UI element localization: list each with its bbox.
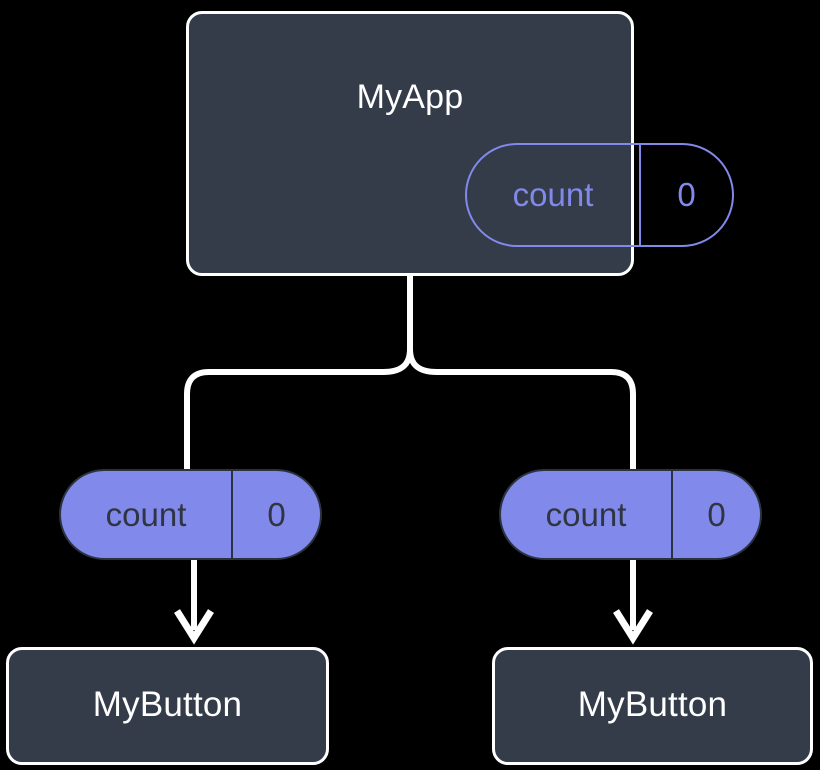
- component-title-mybutton: MyButton: [577, 685, 728, 724]
- prop-pill-count-left[interactable]: count 0: [59, 469, 322, 560]
- wire-branch-right: [407, 348, 636, 470]
- state-pill-value: 0: [677, 176, 696, 213]
- state-pill-count[interactable]: count 0: [465, 143, 734, 247]
- prop-pill-value: 0: [267, 495, 286, 533]
- component-box-mybutton-left[interactable]: MyButton: [6, 647, 329, 765]
- prop-pill-key: count: [501, 471, 674, 558]
- component-title-myapp: MyApp: [356, 78, 464, 116]
- wire-branch-left: [184, 348, 413, 470]
- arrowhead-right: [613, 609, 653, 645]
- state-pill-key: count: [467, 145, 642, 245]
- prop-pill-key: count: [61, 471, 234, 558]
- prop-pill-value: 0: [707, 495, 726, 533]
- component-box-mybutton-right[interactable]: MyButton: [492, 647, 813, 765]
- component-box-myapp[interactable]: MyApp count 0: [186, 11, 734, 276]
- component-title-mybutton: MyButton: [92, 685, 243, 724]
- prop-pill-count-right[interactable]: count 0: [499, 469, 762, 560]
- arrowhead-left: [174, 609, 214, 645]
